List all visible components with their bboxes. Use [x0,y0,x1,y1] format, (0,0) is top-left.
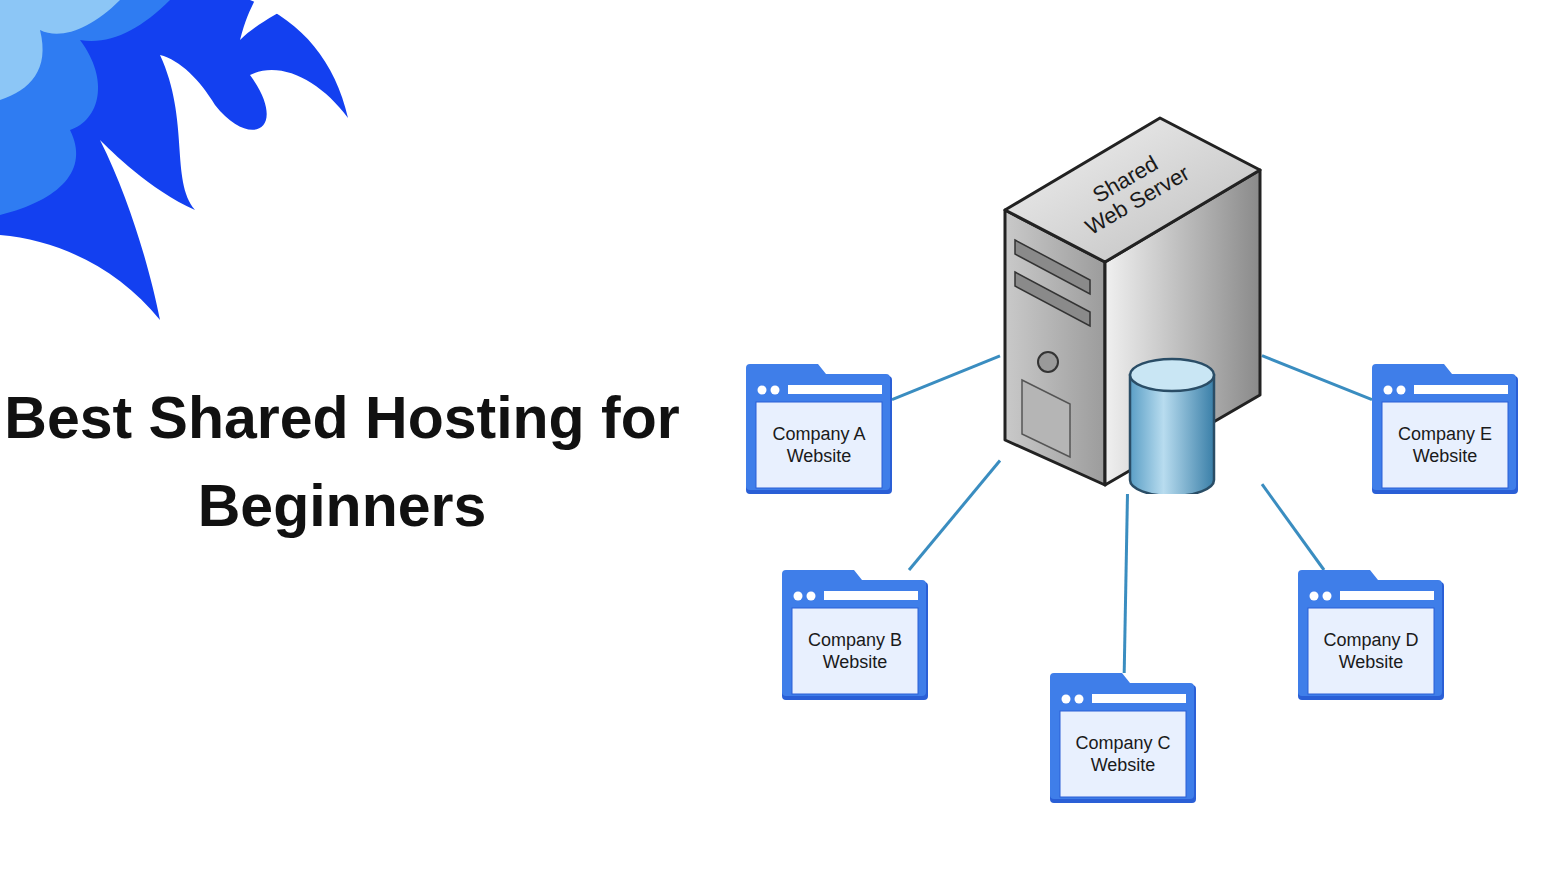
connector [909,461,1000,570]
connector [1262,484,1324,570]
website-label: Company E Website [1382,402,1508,488]
connector [1124,494,1127,673]
website-label: Company A Website [756,402,882,488]
website-label: Company B Website [792,608,918,694]
connector [1262,356,1372,400]
server-node: Shared Web Server [1000,112,1262,494]
website-box: Company A Website [746,364,892,494]
website-box: Company D Website [1298,570,1444,700]
connector-line [1124,494,1127,673]
connector-line [1262,484,1324,570]
website-box: Company B Website [782,570,928,700]
website-box: Company E Website [1372,364,1518,494]
connector-line [909,461,1000,570]
connector-line [1262,356,1372,400]
website-box: Company C Website [1050,673,1196,803]
page-title: Best Shared Hosting for Beginners [0,374,684,550]
website-label: Company C Website [1060,711,1186,797]
connector-line [892,356,1000,400]
website-label: Company D Website [1308,608,1434,694]
connector [892,356,1000,400]
flame-decoration [0,0,360,330]
